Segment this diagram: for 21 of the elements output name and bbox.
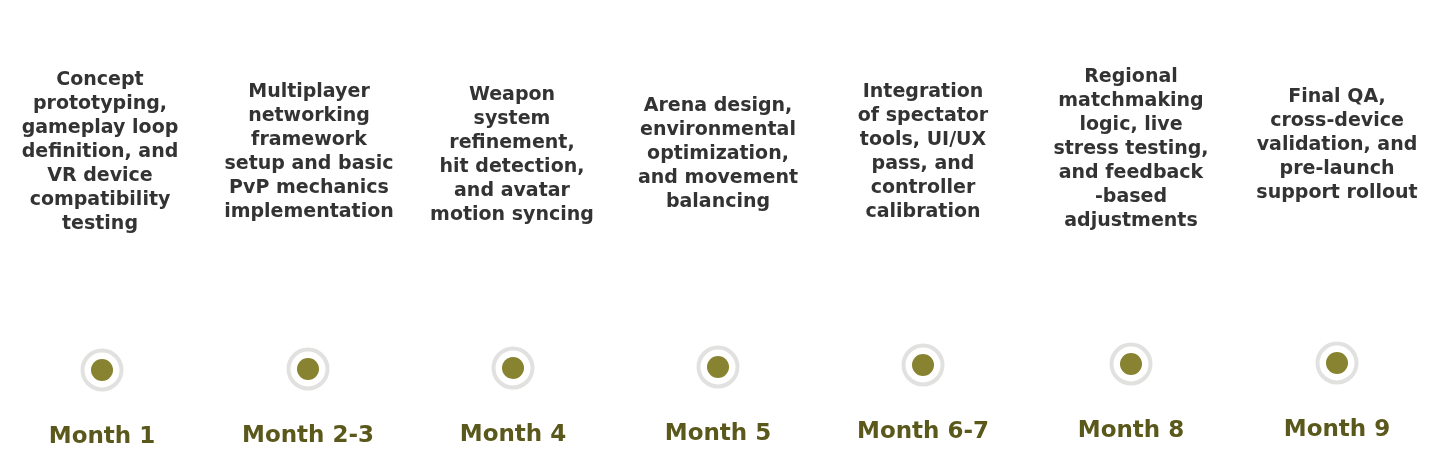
milestone-description: Concept prototyping, gameplay loop definition, and VR device compatibility testing	[20, 66, 180, 234]
milestone-marker-icon	[80, 348, 124, 392]
milestone-description: Regional matchmaking logic, live stress testing, and feedback -based adjustments	[1052, 63, 1210, 231]
milestone-description: Weapon system refinement, hit detection, and avatar motion syncing	[429, 81, 595, 225]
milestone-description: Final QA, cross-device validation, and pre-launch support rollout	[1255, 83, 1419, 203]
milestone-description: Integration of spectator tools, UI/UX pass, and controller calibration	[856, 78, 990, 222]
milestone-marker-icon	[901, 343, 945, 387]
milestone-marker-icon	[1315, 341, 1359, 385]
month-label: Month 4	[459, 419, 567, 447]
milestone-marker-icon	[286, 347, 330, 391]
month-label: Month 1	[48, 421, 156, 449]
month-label: Month 9	[1283, 414, 1391, 442]
milestone-description: Multiplayer networking framework setup and basic PvP mechanics implementation	[224, 78, 394, 222]
month-label: Month 5	[664, 418, 772, 446]
milestone-marker-icon	[1109, 342, 1153, 386]
month-label: Month 6-7	[857, 416, 989, 444]
month-label: Month 8	[1077, 415, 1185, 443]
milestone-description: Arena design, environmental optimization, and movement balancing	[637, 92, 799, 212]
milestone-marker-icon	[491, 346, 535, 390]
milestone-marker-icon	[696, 345, 740, 389]
month-label: Month 2-3	[242, 420, 374, 448]
